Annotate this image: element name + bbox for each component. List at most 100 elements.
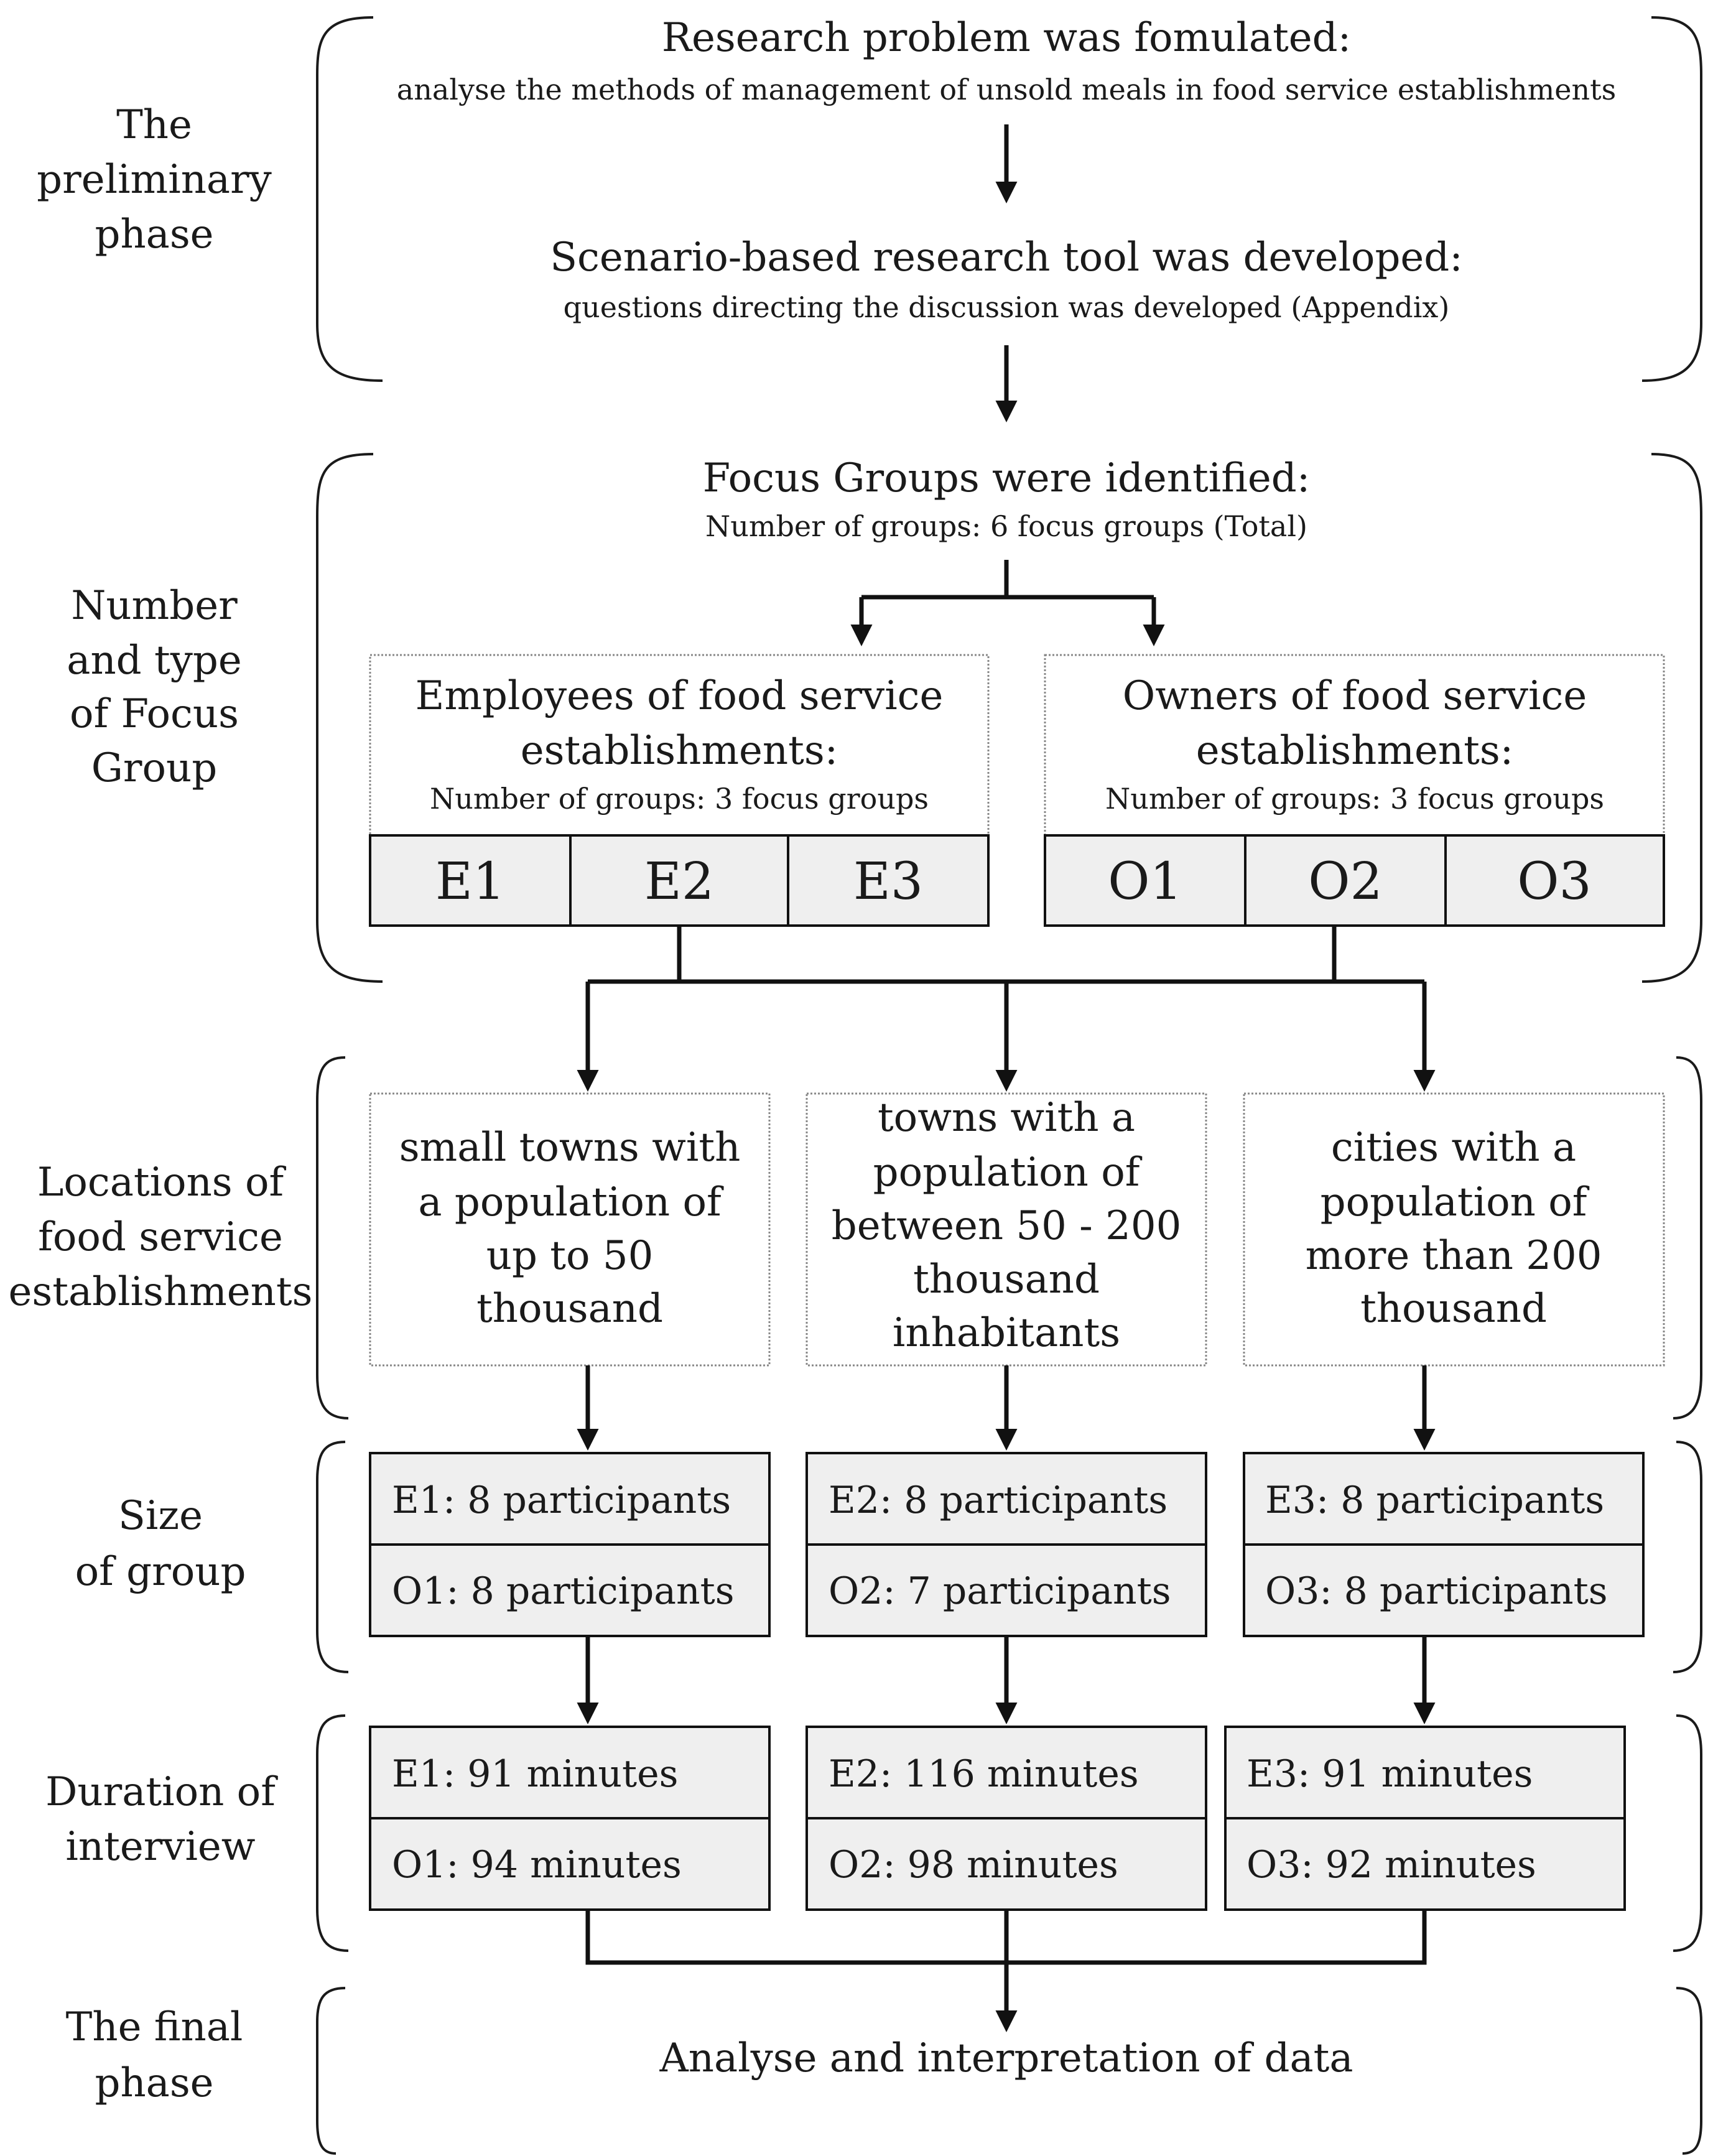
employees-title: establishments: — [521, 728, 838, 774]
final-step-text: Analyse and interpretation of data — [659, 2035, 1353, 2081]
duration-cell — [1224, 1726, 1626, 1819]
phase-label-locations: Locations of food service establishments — [9, 1159, 313, 1315]
location-text-line: population of — [873, 1150, 1143, 1196]
duration-box-3: E3: 91 minutes O3: 92 minutes — [1224, 1726, 1626, 1911]
phase-label-line: interview — [65, 1824, 255, 1870]
location-text-line: thousand — [913, 1257, 1100, 1303]
merge-connector — [588, 926, 1424, 984]
location-box-frame — [1243, 1092, 1665, 1367]
duration-cell-text: O2: 98 minutes — [829, 1843, 1118, 1887]
duration-cell-text: O3: 92 minutes — [1246, 1843, 1536, 1887]
group-label: E3 — [853, 852, 923, 911]
duration-cell — [805, 1726, 1207, 1819]
location-box-cities: cities with a population of more than 20… — [1243, 1092, 1665, 1367]
phase-label-line: of group — [75, 1549, 246, 1595]
step-subtitle: analyse the methods of management of uns… — [397, 73, 1616, 106]
phase-label-line: of Focus — [70, 691, 239, 737]
owners-title: establishments: — [1196, 728, 1513, 774]
employees-subtitle: Number of groups: 3 focus groups — [430, 782, 929, 815]
phase-label-line: establishments — [9, 1269, 313, 1315]
size-cell — [369, 1452, 771, 1546]
step-research-problem: Research problem was fomulated: analyse … — [397, 15, 1616, 106]
group-label: E1 — [435, 852, 505, 911]
location-text-line: a population of — [418, 1179, 724, 1225]
size-cell-text: O3: 8 participants — [1265, 1569, 1608, 1613]
phase-label-line: Size — [118, 1493, 203, 1539]
location-box-small-towns: small towns with a population of up to 5… — [369, 1092, 771, 1367]
phase-label-line: food service — [38, 1214, 283, 1260]
group-label: O3 — [1517, 852, 1591, 911]
location-text-line: thousand — [1360, 1286, 1547, 1332]
location-box-towns: towns with a population of between 50 - … — [805, 1092, 1207, 1367]
duration-cell-text: O1: 94 minutes — [392, 1843, 682, 1887]
phase-label-size: Size of group — [75, 1493, 246, 1595]
phase-label-line: Duration of — [45, 1769, 278, 1815]
phase-bracket-size — [316, 1441, 1702, 1673]
step-subtitle: Number of groups: 6 focus groups (Total) — [705, 509, 1307, 543]
location-text-line: population of — [1321, 1179, 1590, 1225]
duration-box-2: E2: 116 minutes O2: 98 minutes — [805, 1726, 1207, 1911]
phase-bracket-locations — [316, 1056, 1702, 1420]
location-text-line: up to 50 — [486, 1233, 654, 1279]
group-cell-e1 — [369, 834, 572, 927]
employees-header-box — [369, 654, 990, 837]
group-cell-o3 — [1444, 834, 1665, 927]
owners-group-box: Owners of food service establishments: N… — [1044, 654, 1665, 927]
location-box-frame — [369, 1092, 771, 1367]
size-cell — [369, 1543, 771, 1637]
size-box-2: E2: 8 participants O2: 7 participants — [805, 1452, 1207, 1637]
size-cell-text: E1: 8 participants — [392, 1479, 731, 1522]
duration-cell-text: E3: 91 minutes — [1246, 1752, 1533, 1796]
group-cell-e3 — [787, 834, 990, 927]
location-text-line: towns with a — [878, 1095, 1135, 1141]
phase-bracket-final — [316, 1987, 1702, 2155]
phase-label-final: The final phase — [66, 2004, 243, 2106]
size-cell-text: E3: 8 participants — [1265, 1479, 1604, 1522]
step-title: Focus Groups were identified: — [703, 455, 1311, 501]
size-box-3: E3: 8 participants O3: 8 participants — [1243, 1452, 1645, 1637]
employees-title: Employees of food service — [415, 673, 944, 719]
location-text-line: thousand — [476, 1286, 663, 1332]
phase-label-line: and type — [67, 638, 241, 684]
size-box-1: E1: 8 participants O1: 8 participants — [369, 1452, 771, 1637]
group-cell-o1 — [1044, 834, 1246, 927]
phase-bracket-preliminary — [316, 16, 1702, 382]
location-box-frame — [805, 1092, 1207, 1367]
owners-subtitle: Number of groups: 3 focus groups — [1105, 782, 1604, 815]
owners-header-box — [1044, 654, 1665, 837]
phase-bracket-focus-groups — [316, 453, 1702, 983]
group-label: E2 — [644, 852, 714, 911]
size-cell — [805, 1543, 1207, 1637]
phase-label-preliminary: The preliminary phase — [37, 102, 272, 258]
location-text-line: more than 200 — [1306, 1233, 1602, 1279]
group-label: O1 — [1108, 852, 1182, 911]
size-cell-text: O2: 7 participants — [829, 1569, 1171, 1613]
phase-bracket-duration — [316, 1714, 1702, 1952]
location-text-line: small towns with — [399, 1125, 741, 1171]
size-cell — [1243, 1543, 1645, 1637]
phase-label-line: The final — [66, 2004, 243, 2050]
location-text-line: cities with a — [1331, 1125, 1576, 1171]
size-cell-text: O1: 8 participants — [392, 1569, 735, 1613]
phase-label-line: Locations of — [37, 1159, 287, 1206]
phase-label-line: preliminary — [37, 157, 272, 203]
phase-label-line: The — [116, 102, 192, 148]
duration-cell — [369, 1817, 771, 1911]
step-title: Research problem was fomulated: — [662, 15, 1351, 61]
duration-cell — [805, 1817, 1207, 1911]
phase-label-line: phase — [95, 2060, 213, 2106]
duration-cell-text: E2: 116 minutes — [829, 1752, 1139, 1796]
phase-label-focus-groups: Number and type of Focus Group — [67, 583, 241, 791]
step-title: Scenario-based research tool was develop… — [550, 235, 1463, 281]
group-cell-o2 — [1244, 834, 1447, 927]
step-focus-groups: Focus Groups were identified: Number of … — [703, 455, 1311, 543]
duration-cell — [369, 1726, 771, 1819]
duration-cell-text: E1: 91 minutes — [392, 1752, 678, 1796]
owners-title: Owners of food service — [1123, 673, 1587, 719]
step-research-tool: Scenario-based research tool was develop… — [550, 235, 1463, 324]
group-label: O2 — [1308, 852, 1382, 911]
location-text-line: between 50 - 200 — [832, 1203, 1182, 1249]
step-subtitle: questions directing the discussion was d… — [564, 290, 1450, 324]
phase-label-line: phase — [95, 211, 213, 258]
